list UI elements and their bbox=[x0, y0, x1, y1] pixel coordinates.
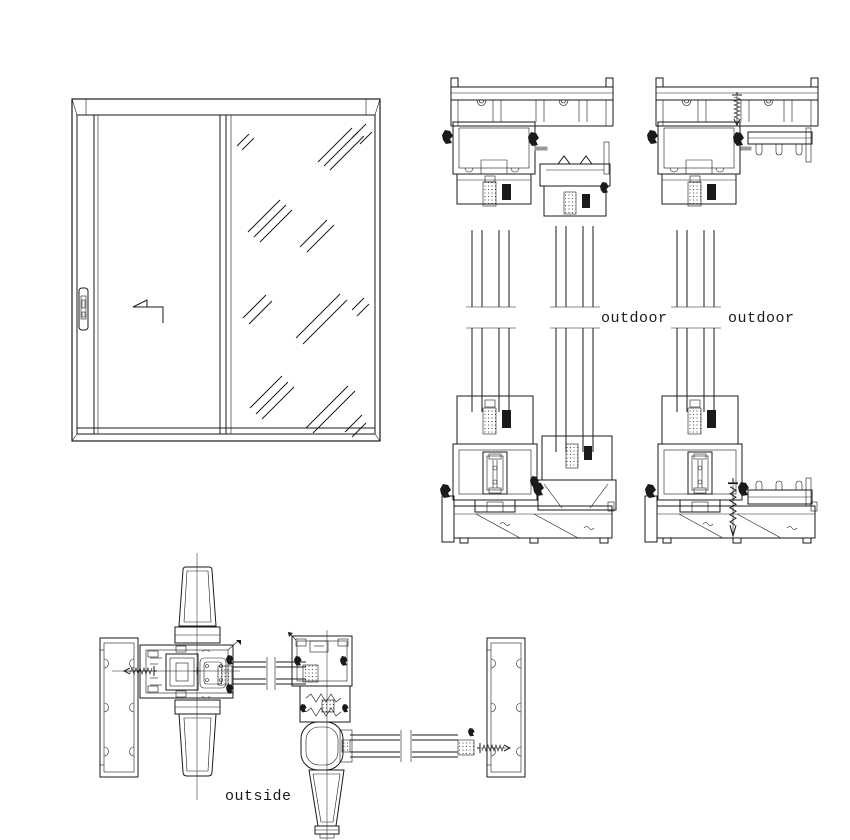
door-elevation bbox=[71, 98, 381, 442]
right-jamb-profile bbox=[486, 637, 526, 778]
pull-handle-top bbox=[174, 566, 221, 644]
center-stile bbox=[219, 115, 232, 434]
sill-screw bbox=[727, 477, 739, 537]
vertical-section-detail-1: outdoor bbox=[440, 77, 668, 544]
lock-assembly-plan bbox=[139, 640, 241, 699]
fixed-glazing-head-track bbox=[740, 127, 813, 163]
door-bottom-rail-profile bbox=[440, 396, 544, 512]
thermal-break-connector bbox=[534, 146, 548, 151]
head-track-profile bbox=[450, 77, 614, 127]
slide-direction-arrow bbox=[132, 299, 164, 323]
interlock-profile bbox=[540, 142, 610, 216]
door-bottom-rail-profile bbox=[645, 396, 749, 512]
interlock-assembly-plan bbox=[287, 630, 353, 840]
glass-strip-1 bbox=[233, 657, 306, 690]
pull-handle-bottom bbox=[174, 699, 221, 777]
glass-unit-door bbox=[671, 230, 721, 412]
sill-base-profile bbox=[644, 495, 818, 544]
door-handle bbox=[78, 287, 89, 331]
fixed-sill-track bbox=[747, 477, 813, 507]
outside-label: outside bbox=[225, 788, 292, 805]
jamb-screw bbox=[476, 742, 511, 754]
fixed-panel-glass-hatch bbox=[236, 123, 373, 438]
horizontal-plan-section: outside bbox=[99, 553, 526, 840]
second-bottom-rail-profile bbox=[530, 436, 616, 510]
glass-strip-2 bbox=[350, 728, 475, 762]
outdoor-label-2: outdoor bbox=[728, 310, 795, 327]
door-top-rail-profile bbox=[647, 122, 744, 206]
left-jamb-profile bbox=[99, 637, 139, 778]
door-top-rail-profile bbox=[442, 122, 539, 206]
vertical-section-detail-2: outdoor bbox=[644, 77, 819, 544]
outdoor-label-1: outdoor bbox=[601, 310, 668, 327]
glass-unit-door bbox=[466, 230, 516, 412]
sliding-panel bbox=[78, 115, 164, 434]
head-screw bbox=[731, 91, 743, 126]
sill-base-profile bbox=[441, 495, 615, 544]
glass-unit-center bbox=[550, 226, 600, 452]
interlock-handle-round bbox=[300, 721, 344, 771]
interlock-handle-taper bbox=[308, 769, 345, 839]
